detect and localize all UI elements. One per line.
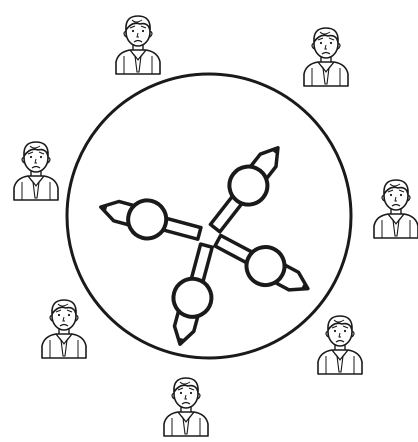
sad-person-icon: [374, 180, 418, 238]
sad-person-icon: [116, 16, 160, 74]
sad-person-icon: [164, 378, 208, 436]
sad-person-icon: [42, 300, 86, 358]
sad-person-icon: [318, 316, 362, 374]
sad-person-icon: [14, 142, 58, 200]
sad-person-icon: [304, 28, 348, 86]
